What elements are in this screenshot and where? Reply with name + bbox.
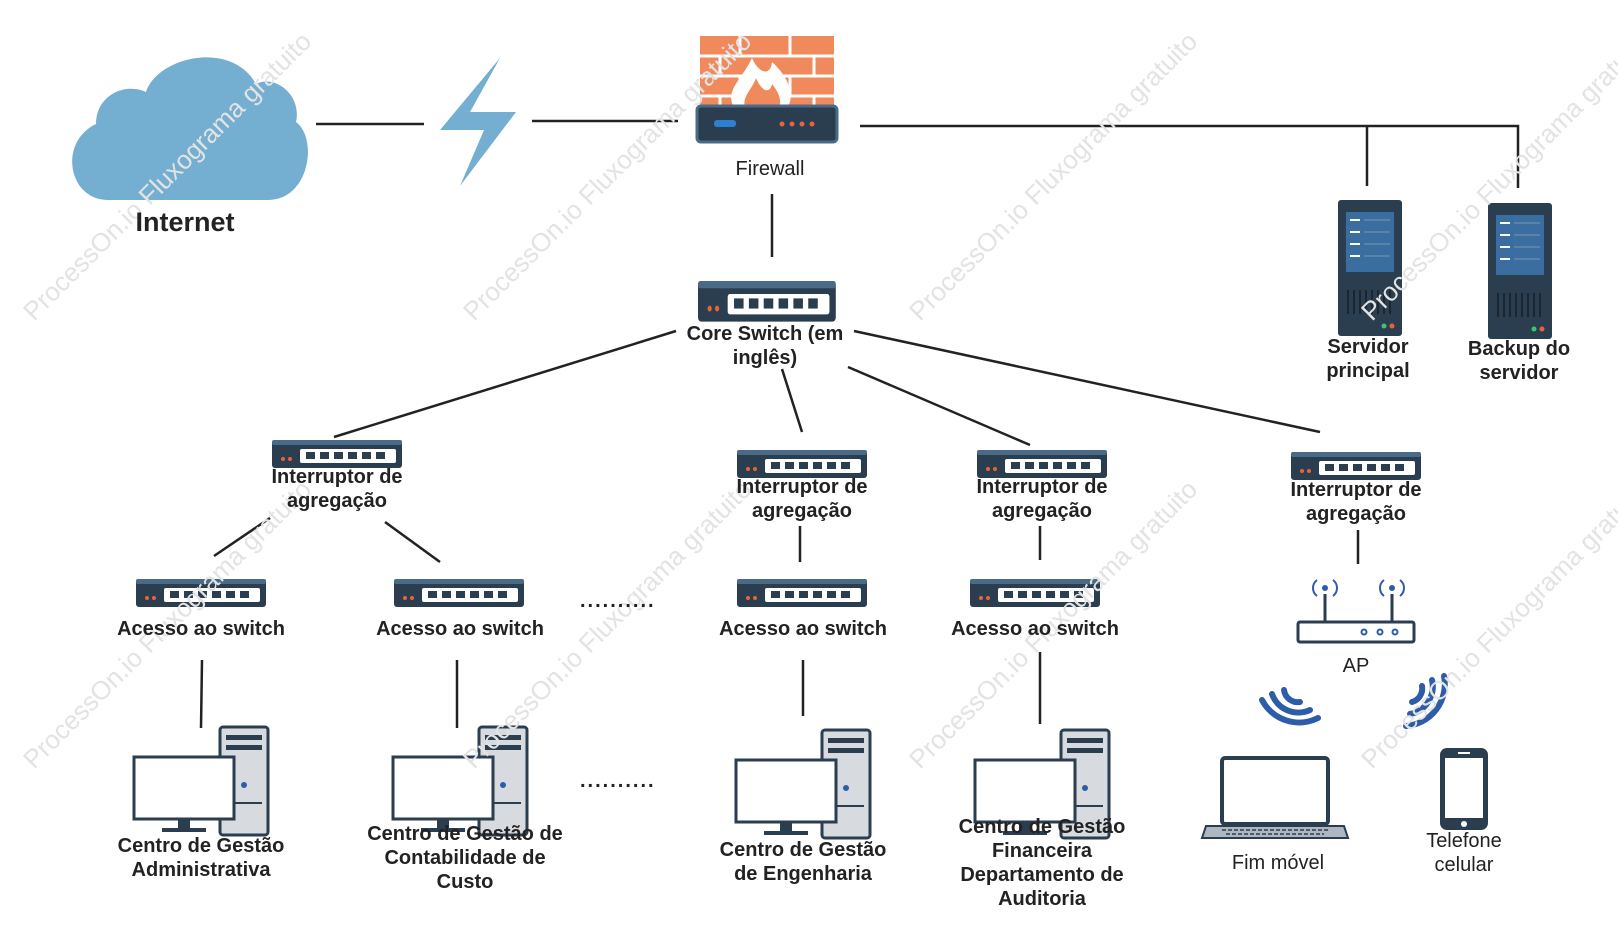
firewall-icon: [695, 36, 839, 144]
ellipsis-switch: ..........: [580, 590, 656, 612]
access-switch-icon-2: [394, 579, 524, 607]
wifi-signal-left-icon: [1259, 687, 1321, 726]
access-switch-icon-3: [737, 579, 867, 607]
agg-label-3: Interruptor de agregação: [976, 476, 1108, 522]
access-label-1: Acesso ao switch: [117, 618, 285, 640]
svg-text:ProcessOn.io Fluxograma gratui: ProcessOn.io Fluxograma gratuito: [903, 26, 1203, 326]
pc-icon-eng: [734, 728, 872, 840]
pc-icon-admin: [132, 725, 270, 837]
dept-eng-label: Centro de Gestão de Engenharia: [719, 839, 887, 885]
mobile-label: Fim móvel: [1231, 852, 1325, 874]
connection-lines: [199, 119, 1520, 729]
core-switch-label: Core Switch (em inglês): [686, 323, 844, 369]
server-backup-label: Backup do servidor: [1467, 338, 1571, 384]
svg-text:ProcessOn.io Fluxograma gratui: ProcessOn.io Fluxograma gratuito: [1355, 26, 1618, 326]
dept-cost-label: Centro de Gestão de Contabilidade de Cus…: [367, 823, 563, 893]
access-point-icon: [1296, 579, 1416, 644]
agg-switch-icon-1: [272, 440, 402, 468]
agg-switch-icon-4: [1291, 452, 1421, 480]
agg-switch-icon-3: [977, 450, 1107, 478]
access-label-2: Acesso ao switch: [376, 618, 544, 640]
phone-label: Telefone celular: [1426, 830, 1502, 876]
agg-label-4: Interruptor de agregação: [1290, 479, 1422, 525]
ap-label: AP: [1342, 655, 1370, 677]
internet-label: Internet: [135, 207, 235, 237]
lightning-icon: [440, 58, 516, 186]
access-label-3: Acesso ao switch: [719, 618, 887, 640]
access-label-4: Acesso ao switch: [951, 618, 1119, 640]
server-main-label: Servidor principal: [1326, 336, 1410, 382]
agg-label-1: Interruptor de agregação: [271, 466, 403, 512]
agg-switch-icon-2: [737, 450, 867, 478]
firewall-label: Firewall: [735, 158, 805, 180]
dept-fin-label: Centro de Gestão Financeira Departamento…: [958, 816, 1126, 910]
server-backup-icon: [1487, 202, 1553, 340]
ellipsis-pc: ..........: [580, 770, 656, 792]
laptop-icon: [1200, 756, 1350, 839]
dept-admin-label: Centro de Gestão Administrativa: [117, 835, 285, 881]
core-switch-icon: [698, 281, 836, 322]
phone-icon: [1440, 748, 1488, 830]
cloud-icon: [72, 57, 308, 200]
agg-label-2: Interruptor de agregação: [736, 476, 868, 522]
wifi-signal-right-icon: [1403, 673, 1448, 729]
